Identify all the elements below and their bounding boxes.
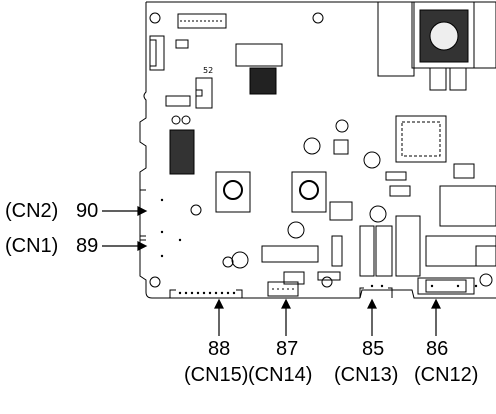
- callout-cn15-number: 88: [208, 338, 231, 360]
- cn14-connector: [267, 281, 299, 297]
- trim-pot: [291, 171, 327, 213]
- mounting-hole: [149, 12, 161, 24]
- callout-cn12-number: 86: [426, 338, 449, 360]
- callout-cn1-number: 89: [76, 235, 99, 257]
- mounting-hole: [312, 12, 324, 24]
- callout-cn1-connector: (CN1): [5, 235, 59, 257]
- callout-cn12-connector: (CN12): [414, 364, 479, 386]
- callout-cn14-number: 87: [276, 338, 299, 360]
- callout-cn2-connector: (CN2): [5, 200, 59, 222]
- callout-cn13-number: 85: [362, 338, 385, 360]
- callout-cn2-number: 90: [76, 200, 99, 222]
- callout-cn15-connector: (CN15): [184, 364, 249, 386]
- callout-cn14-connector: (CN14): [248, 364, 313, 386]
- callout-cn13-connector: (CN13): [334, 364, 399, 386]
- silkscreen-label: 52: [203, 66, 214, 75]
- mounting-hole: [321, 276, 333, 288]
- mounting-hole: [149, 276, 161, 288]
- trim-pot: [215, 171, 251, 213]
- top-connector: [177, 13, 227, 29]
